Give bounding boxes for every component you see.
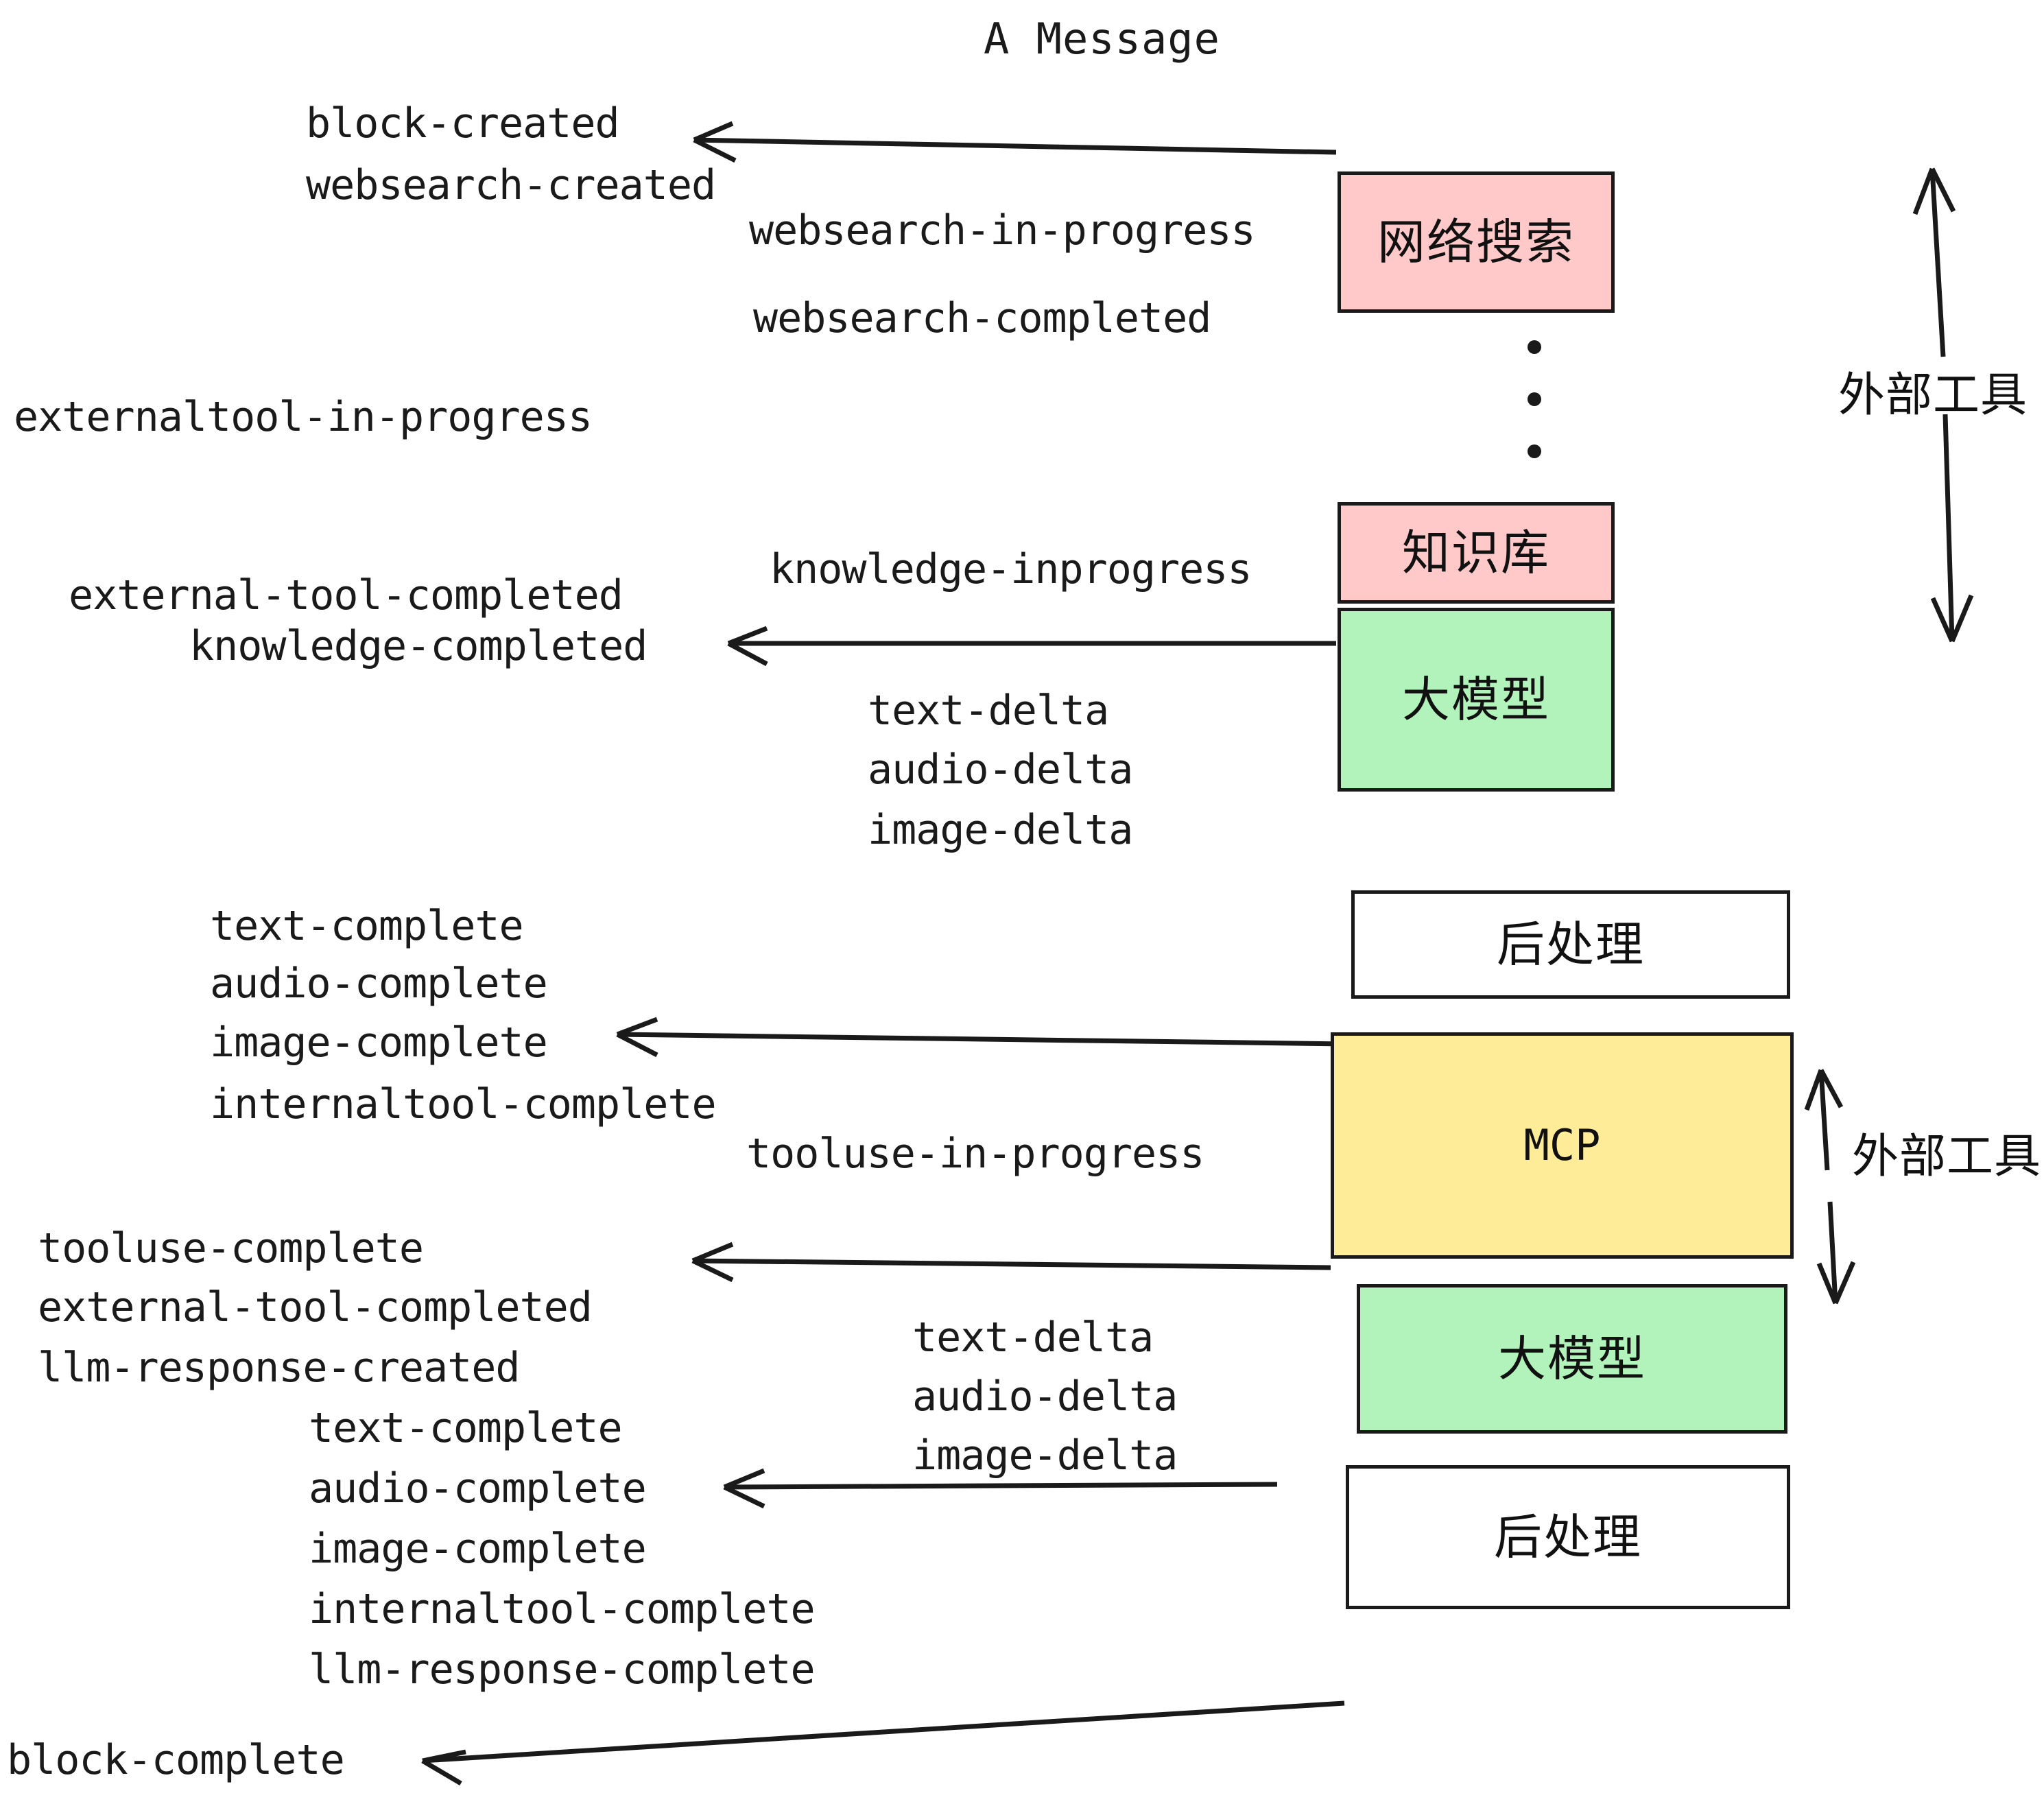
component-box-mcp[interactable]: MCP (1331, 1032, 1794, 1259)
event-text-delta-1: text-delta (868, 687, 1109, 735)
component-box-llm-bottom[interactable]: 大模型 (1357, 1284, 1787, 1434)
event-text-delta-2: text-delta (912, 1314, 1154, 1362)
event-audio-complete-2: audio-complete (309, 1464, 647, 1512)
event-image-complete-1: image-complete (210, 1019, 548, 1067)
component-label-websearch: 网络搜索 (1377, 214, 1575, 270)
side-label-external-tool-bottom: 外部工具 (1852, 1130, 2042, 1184)
event-internaltool-complete-2: internaltool-complete (309, 1585, 816, 1633)
arrow-postprocess-bottom-to-block-complete (421, 1700, 1345, 1786)
event-tooluse-in-progress: tooluse-in-progress (746, 1130, 1204, 1178)
diagram-title: A Message (984, 14, 1220, 64)
vertical-ellipsis-icon (1527, 340, 1542, 458)
event-llm-response-complete: llm-response-complete (309, 1646, 816, 1694)
arrow-postprocess-top-to-events (616, 1017, 1348, 1058)
event-websearch-in-progress: websearch-in-progress (749, 206, 1256, 254)
event-knowledge-inprogress: knowledge-inprogress (770, 545, 1252, 593)
event-audio-complete-1: audio-complete (210, 960, 548, 1008)
event-image-delta-2: image-delta (912, 1432, 1178, 1480)
component-label-llm-top: 大模型 (1402, 672, 1550, 728)
side-label-external-tool-top: 外部工具 (1838, 368, 2028, 423)
component-label-postprocess-top: 后处理 (1497, 916, 1645, 973)
event-external-tool-completed-1: external-tool-completed (69, 571, 623, 619)
component-box-postprocess-bottom[interactable]: 后处理 (1346, 1465, 1790, 1609)
event-websearch-created: websearch-created (306, 161, 716, 209)
event-audio-delta-2: audio-delta (912, 1373, 1178, 1421)
event-tooluse-complete: tooluse-complete (38, 1224, 424, 1272)
component-box-llm-top[interactable]: 大模型 (1338, 608, 1615, 792)
component-label-postprocess-bottom: 后处理 (1494, 1509, 1642, 1565)
event-text-complete-2: text-complete (309, 1404, 623, 1452)
event-llm-response-created: llm-response-created (38, 1344, 520, 1392)
component-label-llm-bottom: 大模型 (1498, 1331, 1646, 1387)
event-image-complete-2: image-complete (309, 1525, 647, 1573)
event-knowledge-completed: knowledge-completed (189, 622, 647, 670)
component-label-mcp: MCP (1523, 1120, 1601, 1170)
component-box-knowledge[interactable]: 知识库 (1338, 502, 1615, 604)
event-block-complete: block-complete (7, 1736, 345, 1784)
event-text-complete-1: text-complete (210, 902, 524, 950)
component-box-websearch[interactable]: 网络搜索 (1338, 171, 1615, 313)
arrow-websearch-to-events (693, 121, 1337, 163)
event-websearch-completed: websearch-completed (753, 294, 1211, 342)
event-internaltool-complete-1: internaltool-complete (210, 1080, 717, 1128)
event-externaltool-in-progress: externaltool-in-progress (14, 393, 593, 441)
event-image-delta-1: image-delta (868, 806, 1133, 854)
external-tool-bracket-bottom (1804, 1069, 1856, 1305)
arrow-knowledge-to-events (727, 626, 1336, 667)
arrow-mcp-to-events (691, 1242, 1331, 1283)
component-box-postprocess-top[interactable]: 后处理 (1351, 890, 1790, 999)
event-audio-delta-1: audio-delta (868, 746, 1133, 794)
event-block-created: block-created (306, 99, 620, 147)
component-label-knowledge: 知识库 (1402, 525, 1550, 581)
event-external-tool-completed-2: external-tool-completed (38, 1283, 593, 1331)
